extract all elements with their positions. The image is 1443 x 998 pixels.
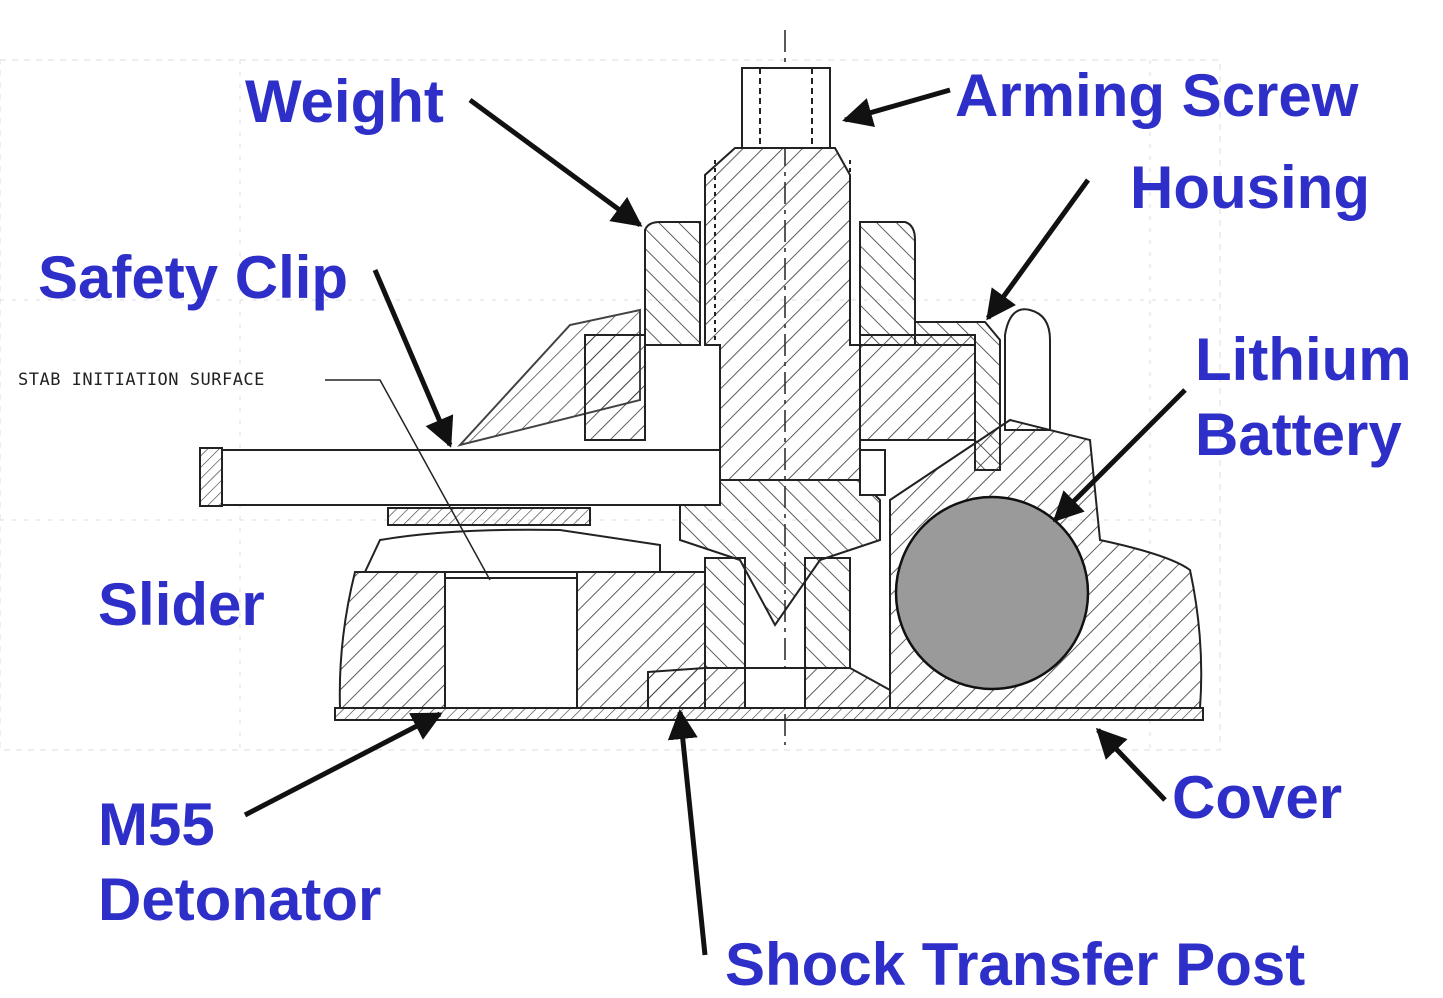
arrow-arming-screw xyxy=(842,87,951,128)
arrow-weight xyxy=(468,97,643,228)
safety-clip-part xyxy=(199,447,886,526)
callout-arrows xyxy=(243,87,1187,956)
arrow-safety-clip xyxy=(372,269,454,448)
label-cover: Cover xyxy=(1172,764,1343,831)
label-arming-screw: Arming Screw xyxy=(955,62,1359,129)
arrow-lithium-battery xyxy=(1052,388,1187,523)
arming-screw-part xyxy=(679,67,881,627)
label-m55: M55 xyxy=(98,791,215,858)
shock-post-part xyxy=(647,557,891,709)
label-shock-transfer-post: Shock Transfer Post xyxy=(725,931,1306,998)
label-battery: Battery xyxy=(1195,401,1402,468)
lithium-battery-part xyxy=(894,495,1090,691)
label-slider: Slider xyxy=(98,571,265,638)
label-housing: Housing xyxy=(1130,154,1370,221)
label-lithium: Lithium xyxy=(1195,326,1412,393)
label-detonator: Detonator xyxy=(98,866,382,933)
stab-initiation-note: STAB INITIATION SURFACE xyxy=(18,370,265,390)
background-grid xyxy=(0,59,1221,751)
cover-plate xyxy=(334,707,1204,721)
arrow-housing xyxy=(985,178,1091,321)
arrow-cover xyxy=(1095,727,1167,802)
label-safety-clip: Safety Clip xyxy=(38,244,349,311)
arrow-m55-detonator xyxy=(243,711,443,818)
arrow-shock-post xyxy=(667,709,708,956)
stab-leader-line xyxy=(325,379,491,581)
weight-part xyxy=(584,221,976,441)
label-weight: Weight xyxy=(245,68,444,135)
